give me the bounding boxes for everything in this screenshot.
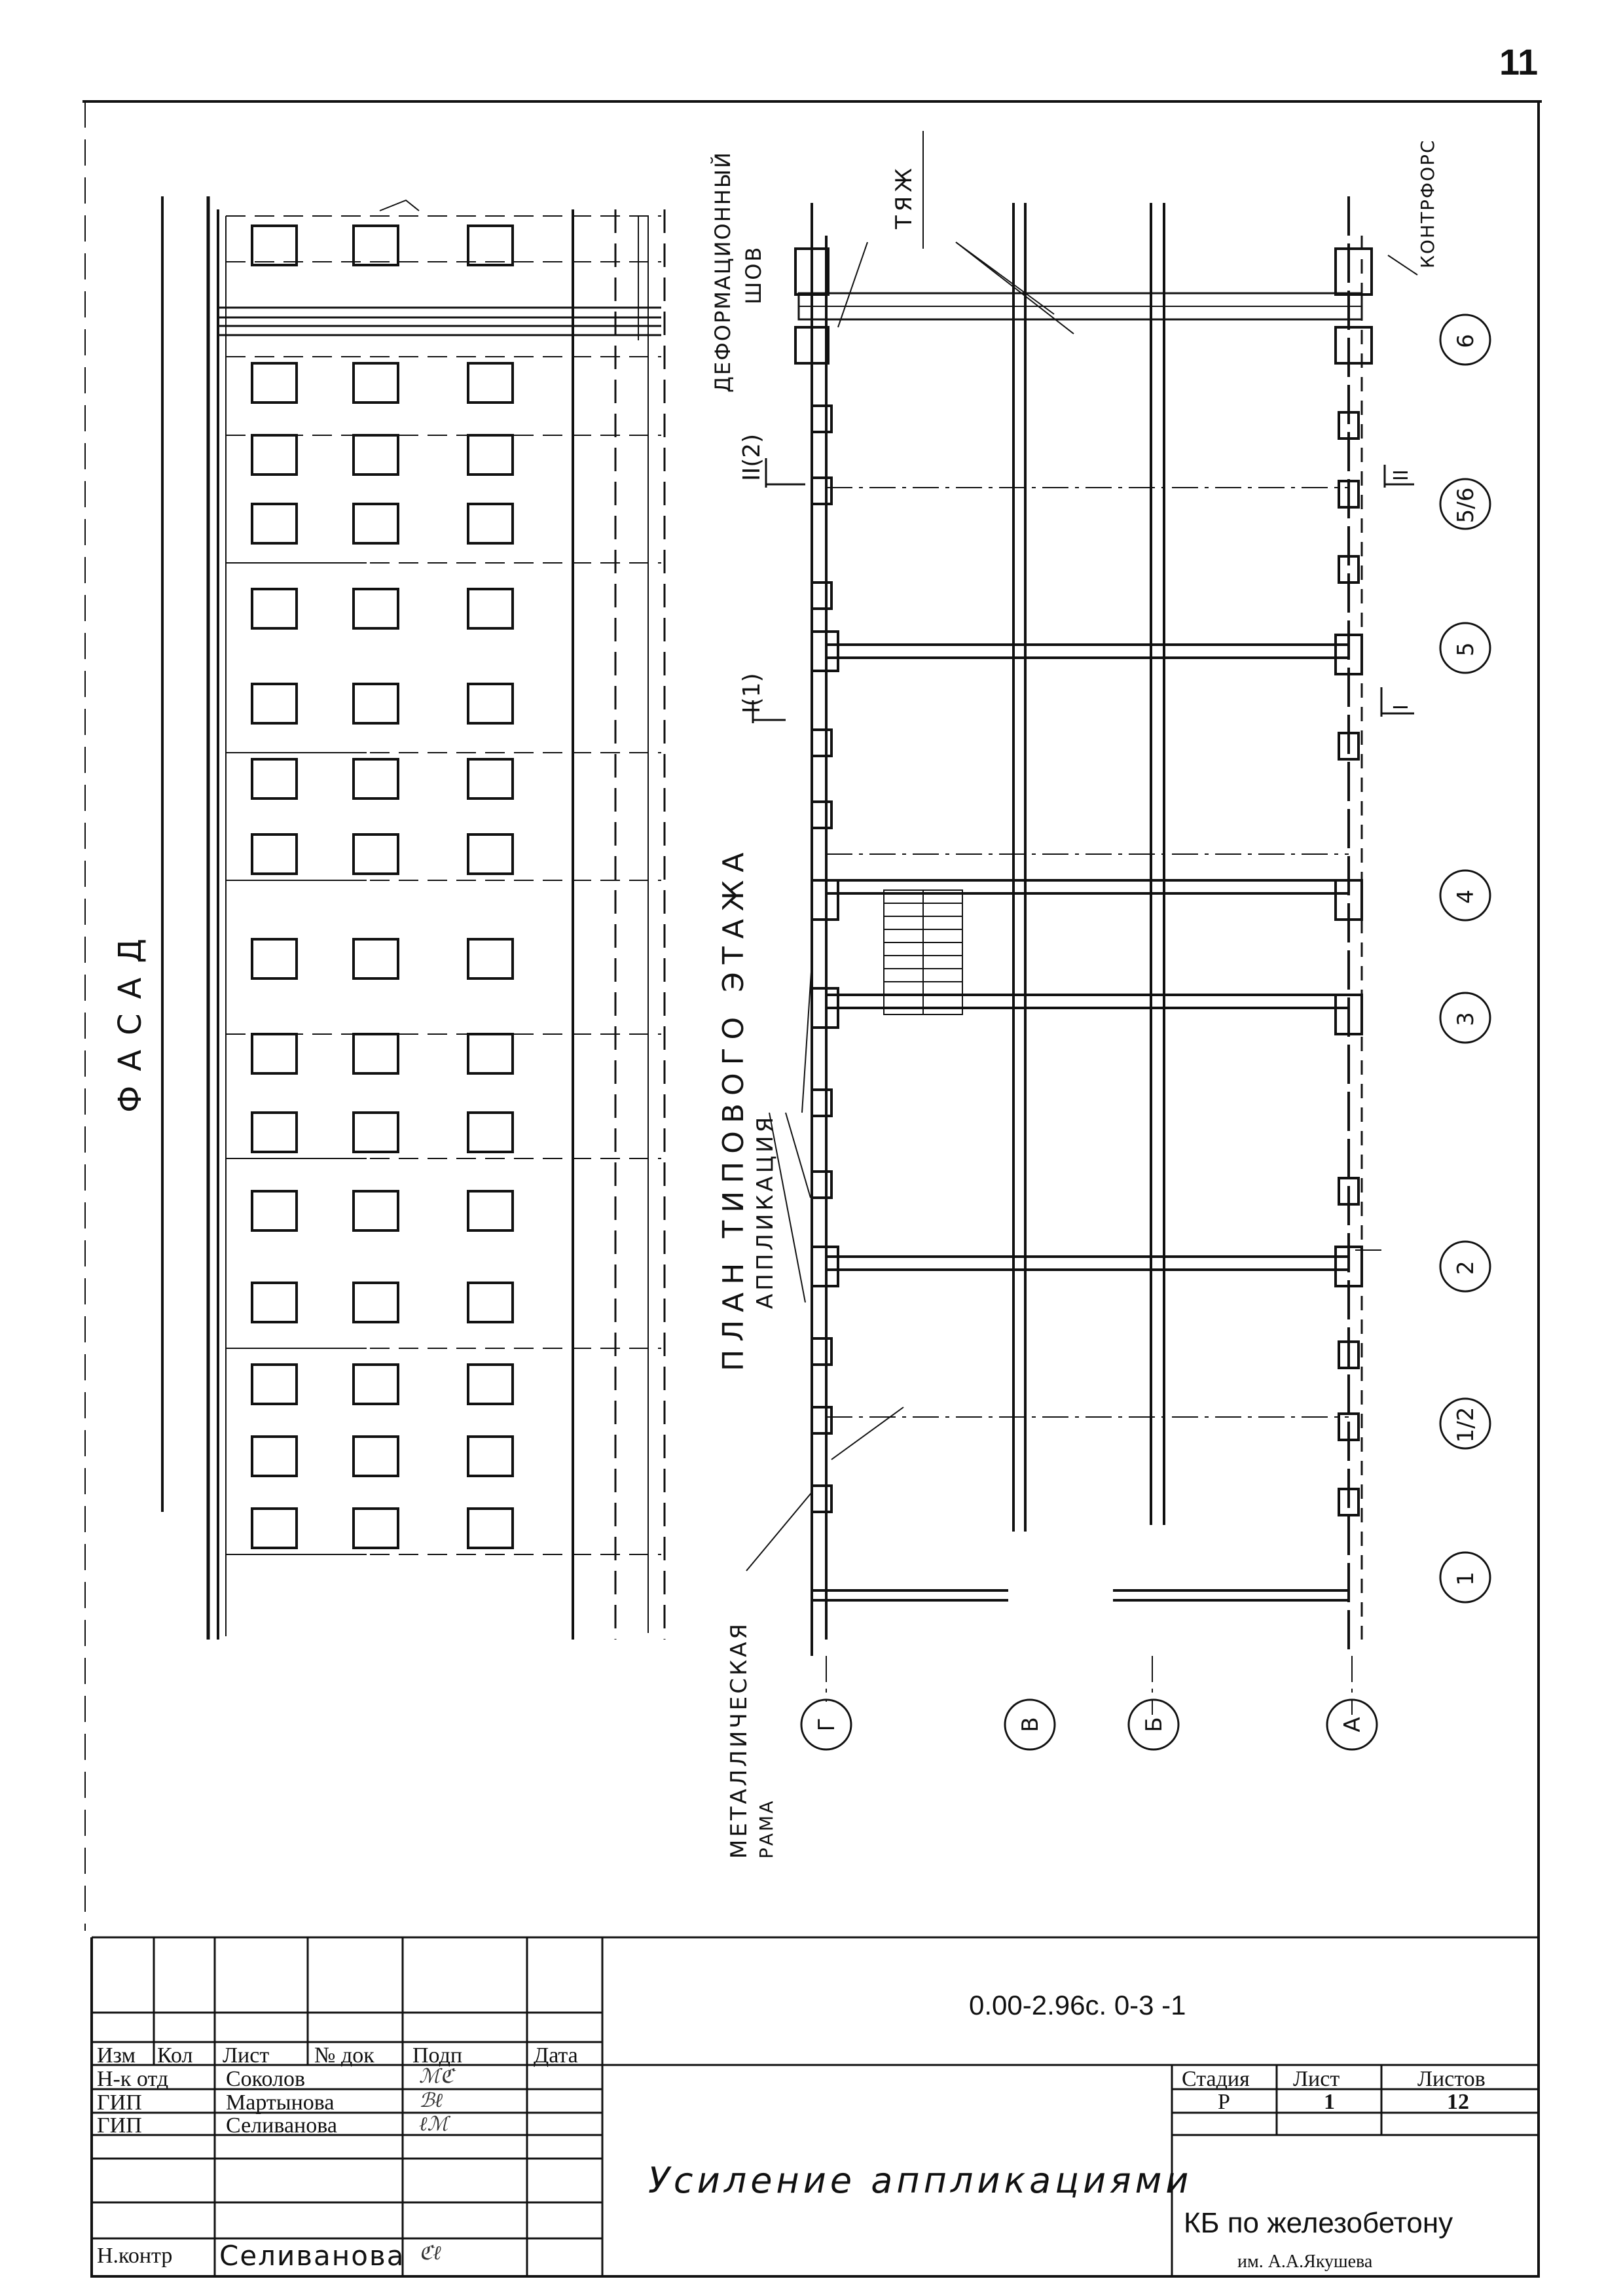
- axis-label-7: 1/2: [1453, 1407, 1479, 1443]
- drawing-title: Усиление аппликациями: [648, 2160, 1193, 2201]
- axis-letter-2: В: [1017, 1717, 1044, 1732]
- application-label: АППЛИКАЦИЯ: [752, 1114, 778, 1309]
- tb-sheet-header: Лист: [1293, 2067, 1340, 2091]
- axis-label-4: 4: [1453, 889, 1479, 904]
- axis-label-5: 3: [1453, 1012, 1479, 1026]
- facade-label: ФАСАД: [112, 924, 149, 1113]
- tb-stage-value: Р: [1218, 2090, 1230, 2114]
- deformation-joint-label-1: ДЕФОРМАЦИОННЫЙ: [710, 151, 735, 393]
- tb-name-3: Селиванова: [226, 2113, 337, 2138]
- axis-label-3: 5: [1453, 642, 1479, 656]
- tb-header-izm: Изм: [97, 2043, 136, 2068]
- tb-role-1: Н-к отд: [97, 2067, 169, 2091]
- axis-letter-4: А: [1340, 1717, 1366, 1732]
- tb-sheet-value: 1: [1324, 2090, 1335, 2114]
- page-number: 11: [1499, 41, 1539, 82]
- axis-label-2: 5/6: [1453, 488, 1479, 524]
- section-1-label: I(1): [739, 673, 765, 713]
- axis-label-6: 2: [1453, 1261, 1479, 1275]
- tb-header-kol: Кол: [157, 2043, 193, 2068]
- deformation-joint-label-2: ШОВ: [741, 245, 766, 304]
- tb-role-5: Н.контр: [97, 2244, 173, 2268]
- document-number: 0.00-2.96с. 0-3 -1: [969, 1990, 1186, 2020]
- section-mark-1: I: [1390, 704, 1413, 710]
- title-block-grid: [92, 1936, 1539, 2276]
- tb-header-podp: Подп: [412, 2043, 463, 2068]
- axis-numeric-labels: 6 5/6 5 4 3 2 1/2 1: [1453, 334, 1479, 1586]
- buttress-label: КОНТРФОРС: [1417, 139, 1438, 268]
- tb-name-2: Мартынова: [226, 2090, 335, 2115]
- metal-frame-label-2: РАМА: [756, 1799, 777, 1859]
- axis-label-8: 1: [1453, 1571, 1479, 1586]
- signature-5: ℭℓ: [419, 2242, 441, 2265]
- floor-plan: [746, 131, 1418, 1715]
- tb-header-data: Дата: [534, 2043, 578, 2068]
- axis-label-1: 6: [1453, 334, 1479, 348]
- tb-sheets-header: Листов: [1417, 2067, 1486, 2091]
- metal-frame-label-1: МЕТАЛЛИЧЕСКАЯ: [726, 1621, 752, 1859]
- axis-letter-3: Б: [1141, 1717, 1167, 1732]
- tb-header-ndok: № док: [314, 2043, 374, 2068]
- tb-role-2: ГИП: [97, 2090, 142, 2115]
- tb-sheets-value: 12: [1447, 2090, 1469, 2114]
- tb-stage-header: Стадия: [1182, 2067, 1250, 2091]
- signature-1: ℳℭ: [419, 2065, 454, 2088]
- plan-label: ПЛАН ТИПОВОГО ЭТАЖА: [717, 845, 750, 1371]
- tb-header-list: Лист: [223, 2043, 270, 2068]
- section-mark-2: II: [1390, 469, 1413, 481]
- tb-name-1: Соколов: [226, 2067, 306, 2091]
- signature-3: ℓℳ: [419, 2113, 448, 2136]
- organization-subtitle: им. А.А.Якушева: [1237, 2251, 1373, 2272]
- tb-name-5: Селиванова: [219, 2240, 405, 2272]
- axis-bubbles: [800, 314, 1491, 1751]
- tie-label: ТЯЖ: [891, 164, 917, 230]
- tb-role-3: ГИП: [97, 2113, 142, 2138]
- organization-name: КБ по железобетону: [1184, 2207, 1453, 2239]
- signature-2: ℬℓ: [419, 2089, 443, 2112]
- axis-letter-1: Г: [814, 1718, 840, 1732]
- section-2-label: II(2): [739, 434, 765, 481]
- facade-drawing: [161, 196, 666, 1640]
